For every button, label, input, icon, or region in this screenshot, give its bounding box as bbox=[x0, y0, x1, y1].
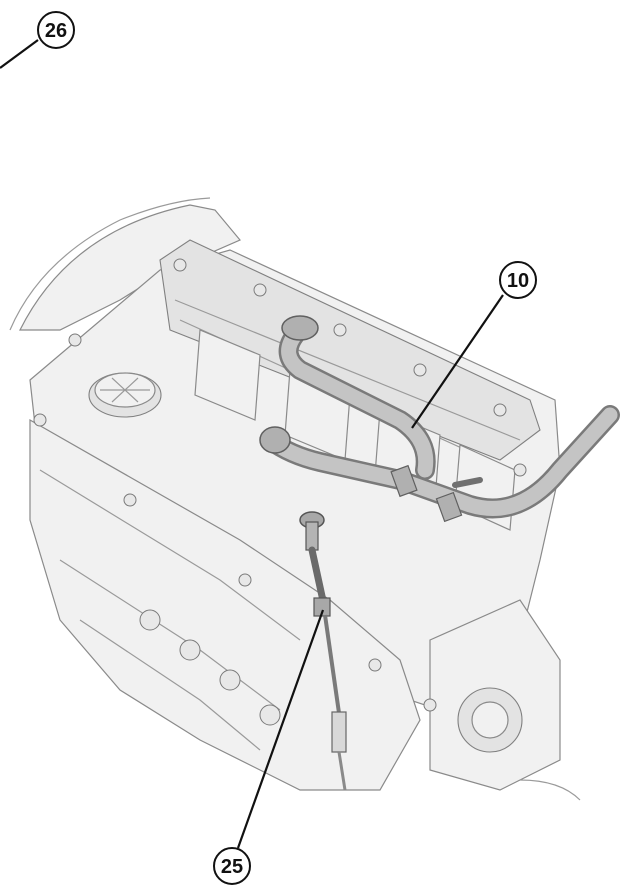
breather-hose bbox=[259, 315, 620, 523]
callout-26-label: 26 bbox=[45, 20, 67, 42]
callout-25-label: 25 bbox=[221, 856, 243, 878]
callout-26: 26 bbox=[37, 11, 75, 49]
leader-line-25 bbox=[236, 609, 325, 849]
engine-block bbox=[9, 197, 581, 801]
callout-10: 10 bbox=[499, 261, 537, 299]
oil-dipstick bbox=[299, 511, 347, 791]
leader-line-26 bbox=[0, 39, 39, 69]
callout-10-label: 10 bbox=[507, 270, 529, 292]
leader-line-10 bbox=[411, 294, 504, 429]
callout-25: 25 bbox=[213, 847, 251, 885]
